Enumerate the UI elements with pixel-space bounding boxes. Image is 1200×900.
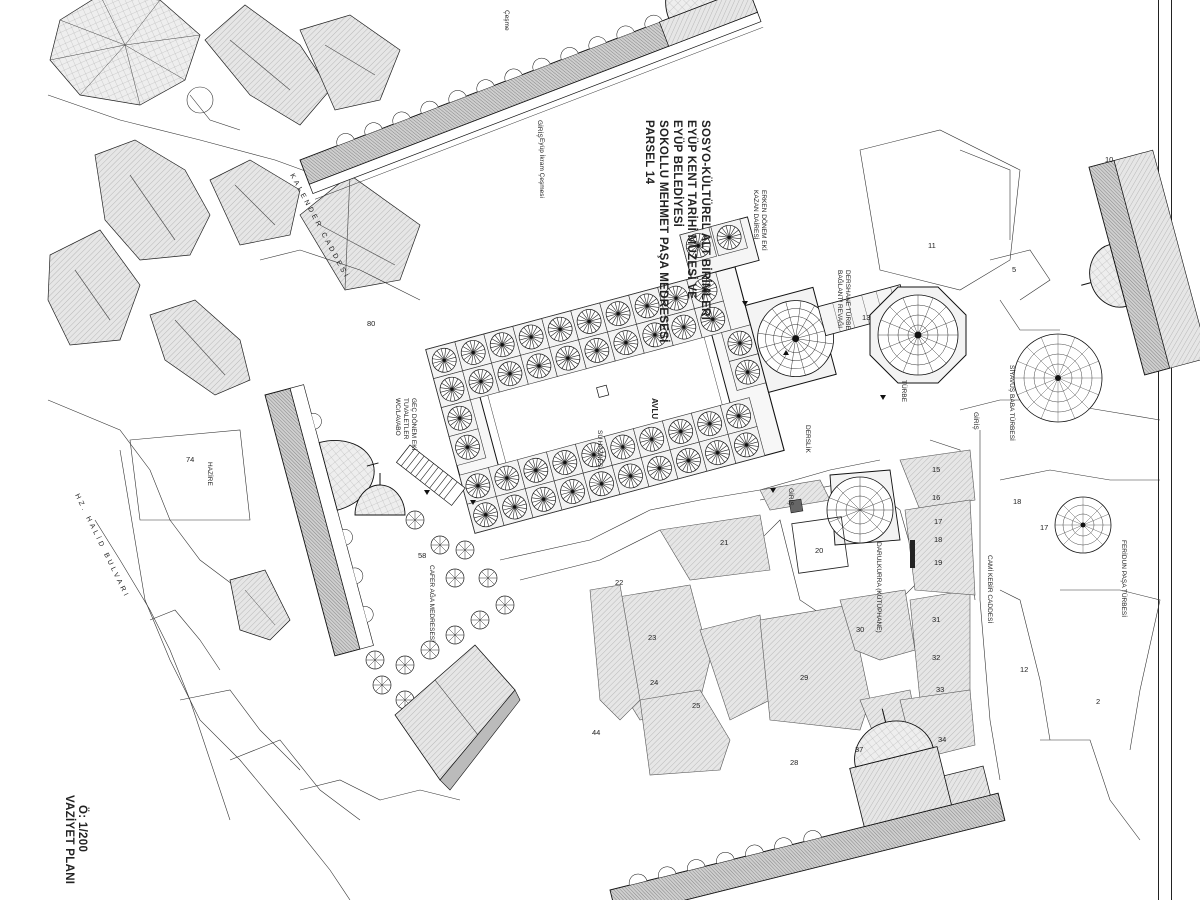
label-darsane: DERSLİK [804,425,813,453]
label-darulkurra: DARULKURRA (KÜTÜPHANE) [875,542,883,633]
label-entrance-3: GİRİŞ [536,120,545,138]
roofs-top-left [47,0,421,396]
parcel-label: PARSEL 14 [643,120,655,185]
parcel-number: 23 [648,633,656,642]
parcel-number: 22 [615,578,623,587]
label-siyavus: SİYAVUŞ BABA TÜRBESİ [1008,365,1017,441]
entrance-markers [424,301,886,505]
parcel-number: 25 [692,701,700,710]
label-toilet-2: TUVALETLER [402,398,409,440]
elevation-left [264,384,379,657]
parcel-number: 16 [932,493,940,502]
parcel-number: 18 [934,535,942,544]
small-dark-marker-2 [910,540,915,568]
parcel-number: 2 [1096,697,1100,706]
label-water-tank: SU HAZNESİ [596,430,605,469]
parcel-number: 74 [186,455,194,464]
parcel-number: 11 [928,241,936,250]
parcel-number: 80 [367,319,375,328]
parcel-number: 32 [932,653,940,662]
label-feridun: FERİDUN PAŞA TÜRBESİ [1120,540,1129,617]
label-entrance-1: GİRİŞ [972,412,981,430]
use-line-1: EYÜP KENT TARİHİ MÜZESİ VE [685,120,698,299]
elevation-right [1081,149,1200,376]
parcel-number: 18 [1013,497,1021,506]
label-boiler-2: KAZAN DAİRESİ [752,190,761,240]
use-line-2: SOSYO-KÜLTÜREL ALT BİRİMLERİ [699,120,712,320]
parcel-number: 19 [934,558,942,567]
plan-scale: Ö: 1/200 [76,805,89,852]
parcel-number: 12 [1020,665,1028,674]
label-tomb-arcade-1: DERSHANE TÜRBE [844,270,852,331]
building-name: SOKOLLU MEHMET PAŞA MEDRESESİ [657,120,670,343]
owner-label: EYÜP BELEDİYESİ [671,120,684,227]
parcel-number: 33 [936,685,944,694]
label-entrance-2: GİRİŞ [787,488,796,506]
parcel-number: 34 [938,735,946,744]
parcel-20-block [791,516,849,574]
parcel-number: 37 [855,745,863,754]
label-fountain-top: Çeşme [503,10,510,31]
parcel-number: 15 [932,465,940,474]
street-cami: CAMİ KEBİR CADDESİ [986,555,995,623]
label-courtyard: AVLU [650,398,659,419]
frame-line-right [1171,0,1172,900]
parcel-number: 30 [856,625,864,634]
parcel-number: 17 [934,517,942,526]
darulkurra [826,469,901,546]
medrese-main [425,216,909,534]
label-tomb: TÜRBE [900,380,908,403]
parcel-number: 58 [418,551,426,560]
parcel-number: 17 [1040,523,1048,532]
parcel-numbers: 80 74 58 11 10 5 13 15 16 17 18 19 20 21… [186,155,1113,767]
label-toilet-1: GEÇ DÖNEM EKİ [410,398,419,451]
turbe-octagon [869,286,967,384]
feridun-rosette [1054,496,1112,554]
title-block: PARSEL 14 SOKOLLU MEHMET PAŞA MEDRESESİ … [643,120,712,343]
elevation-top [299,0,764,200]
parcel-number: 21 [720,538,728,547]
gable-roof-lower [229,569,521,791]
label-toilet-3: WC/LAVABO [394,398,401,436]
parcel-number: 28 [790,758,798,767]
street-halid: HZ. HALİD BULVARI [73,492,132,600]
label-fountain-2: Eyüp İkram Çeşmesi [538,138,547,198]
elevation-bottom [609,708,1006,900]
plan-title: VAZİYET PLANI [63,795,76,884]
parcel-number: 5 [1012,265,1016,274]
siyavus-rosette [1013,333,1103,423]
label-cafer-aga: CAFER AĞA MEDRESESİ [428,565,437,642]
parcel-number: 31 [932,615,940,624]
parcel-number: 29 [800,673,808,682]
cafer-aga-main-dome [354,473,406,516]
label-boiler-1: ERKEN DÖNEM EKİ [760,190,769,251]
label-tomb-arcade-2: BAĞLANTI REVAĞI [836,270,845,328]
parcel-number: 20 [815,546,823,555]
parcel-number: 24 [650,678,658,687]
drawing-title: VAZİYET PLANI Ö: 1/200 [63,795,89,884]
ramp [395,444,466,506]
parcel-number: 10 [1105,155,1113,164]
frame-line-left [1158,0,1159,900]
parcel-number: 13 [862,313,870,322]
small-dark-marker [788,498,804,514]
parcel-number: 44 [592,728,600,737]
label-hazire: HAZİRE [206,462,215,487]
